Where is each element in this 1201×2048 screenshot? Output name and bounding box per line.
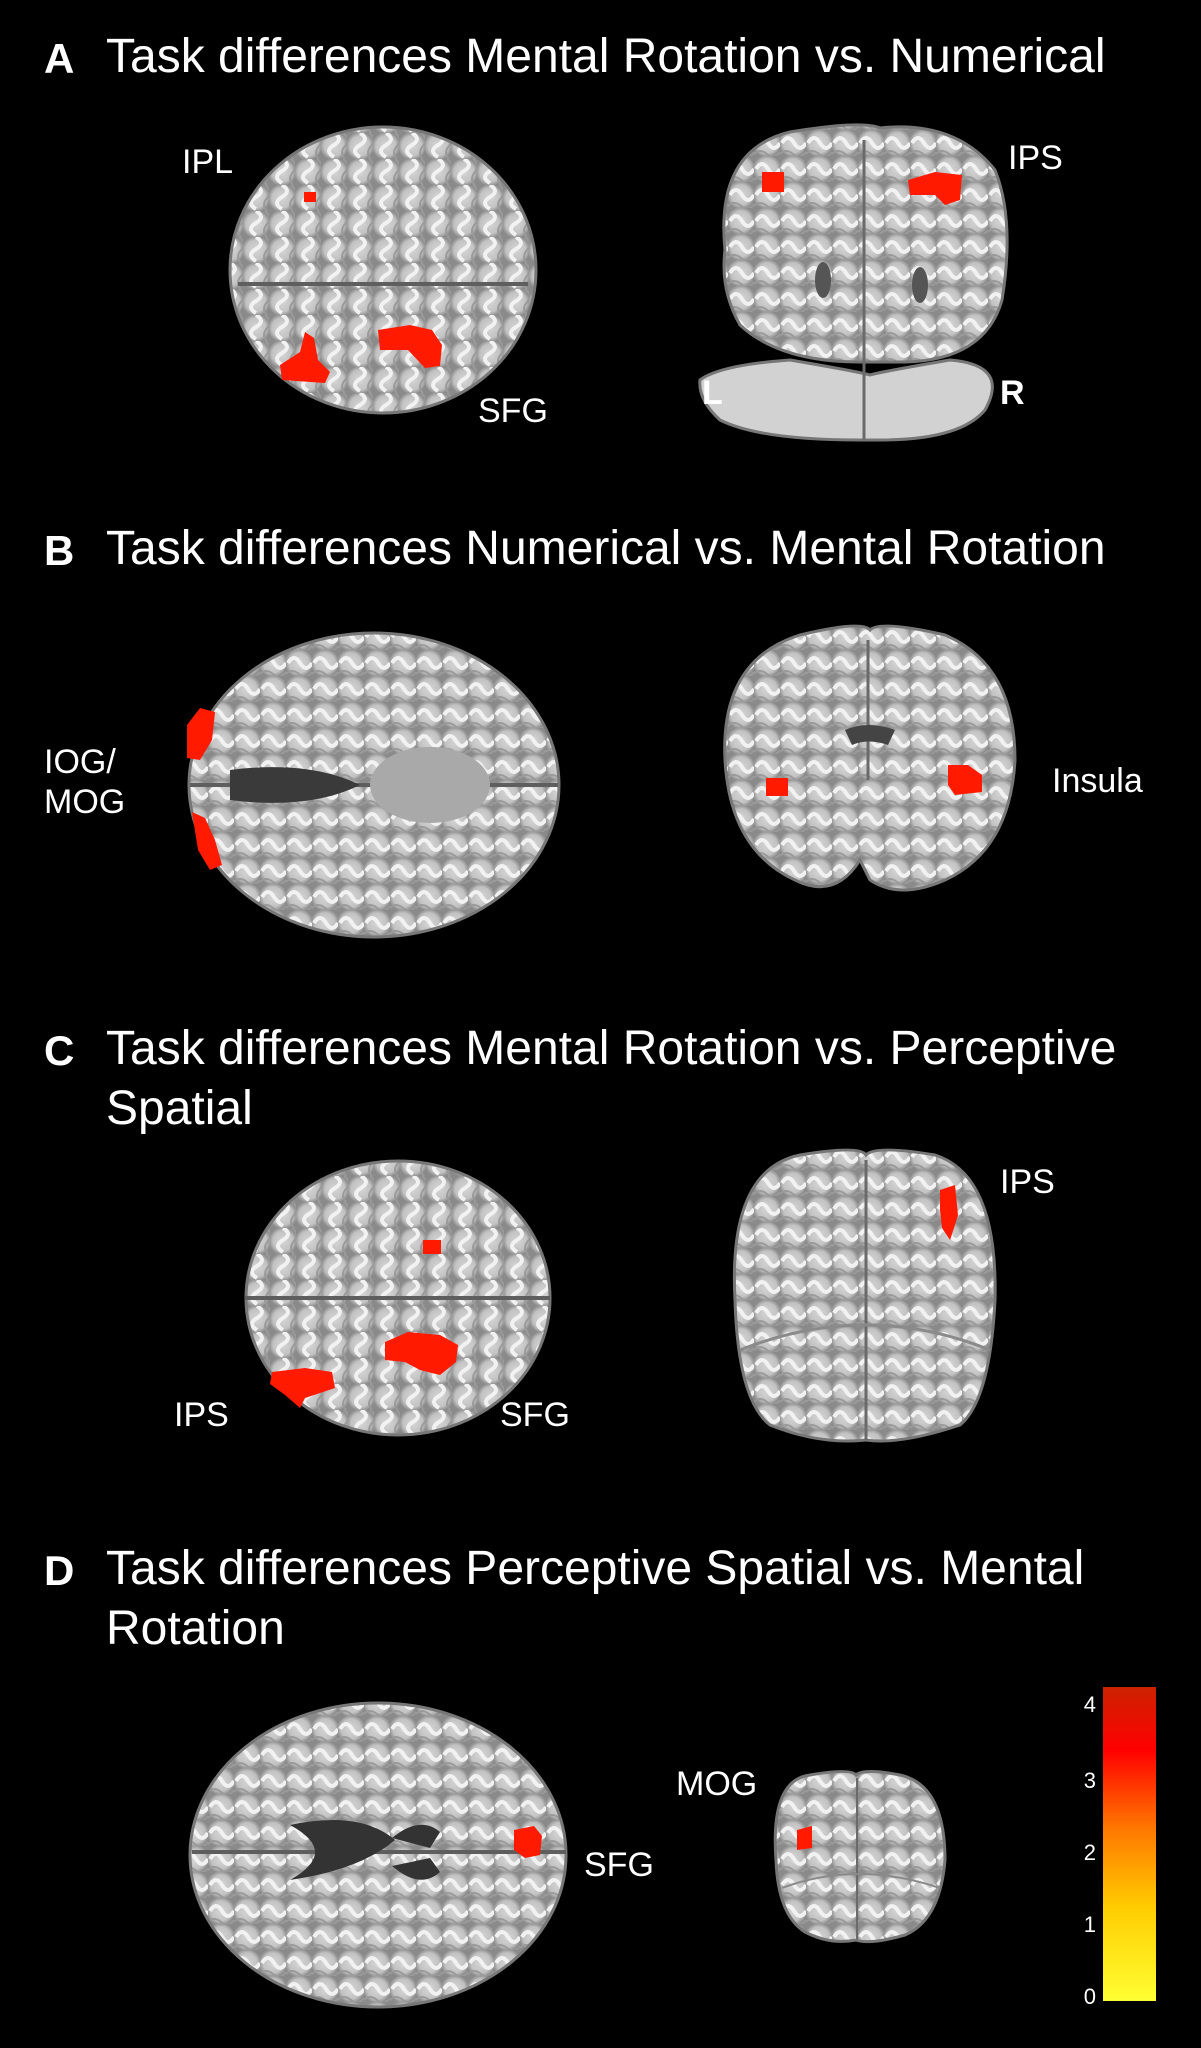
colorbar bbox=[1103, 1687, 1156, 2001]
panel-d-letter: D bbox=[44, 1547, 75, 1594]
panel-d-slices bbox=[188, 1701, 947, 2009]
panel-a-ips-right-blob bbox=[908, 172, 962, 205]
panel-d-mog-blob bbox=[797, 1826, 812, 1850]
panel-b-insula-left-blob bbox=[766, 778, 788, 796]
panel-a-ips-blob-axial bbox=[280, 332, 330, 383]
panel-b-axial-slice bbox=[187, 631, 561, 939]
panel-c-letter: C bbox=[44, 1027, 75, 1074]
panel-a-ips-left-blob bbox=[762, 172, 784, 192]
panel-d-title: Task differences Perceptive Spatial vs. … bbox=[106, 1542, 1085, 1655]
colorbar-tick-0: 0 bbox=[1083, 1984, 1096, 2009]
panel-c-label-sfg: SFG bbox=[500, 1396, 570, 1434]
panel-a-label-left: L bbox=[702, 374, 723, 412]
panel-a-slices bbox=[228, 123, 1009, 442]
panel-c-ips-blob bbox=[270, 1368, 335, 1408]
panel-c-ips-right-blob bbox=[940, 1185, 958, 1240]
panel-a-label-ipl: IPL bbox=[182, 143, 234, 181]
panel-a-coronal-slice bbox=[698, 123, 1009, 442]
panel-a-ipl-blob bbox=[304, 192, 316, 202]
panel-a-label-right: R bbox=[1000, 374, 1025, 412]
panel-b-title: Task differences Numerical vs. Mental Ro… bbox=[106, 522, 1106, 575]
panel-b-iog-blob bbox=[187, 708, 215, 760]
panel-b-slices bbox=[187, 624, 1017, 939]
panel-b-label-insula: Insula bbox=[1052, 762, 1143, 800]
panel-c-label-ips-left: IPS bbox=[174, 1396, 229, 1434]
panel-a-title: Task differences Mental Rotation vs. Num… bbox=[106, 30, 1106, 83]
panel-c-small-blob bbox=[423, 1240, 441, 1254]
panel-d-sfg-blob bbox=[514, 1826, 542, 1858]
colorbar-tick-1: 1 bbox=[1083, 1912, 1096, 1937]
colorbar-tick-3: 3 bbox=[1083, 1768, 1096, 1793]
panel-a-label-ips: IPS bbox=[1008, 139, 1063, 177]
panel-b-coronal-slice bbox=[723, 624, 1017, 892]
panel-a-label-sfg: SFG bbox=[478, 392, 548, 430]
colorbar-tick-2: 2 bbox=[1083, 1840, 1096, 1865]
panel-d-axial-slice bbox=[188, 1701, 568, 2009]
panel-c-title: Task differences Mental Rotation vs. Per… bbox=[106, 1022, 1117, 1135]
panel-c-slices bbox=[244, 1148, 997, 1443]
panel-b-insula-right-blob bbox=[948, 765, 982, 795]
panel-c-axial-slice bbox=[244, 1159, 552, 1437]
panel-a-sfg-blob bbox=[378, 325, 442, 368]
panel-b-label-iog-mog: IOG/ MOG bbox=[44, 743, 126, 821]
panel-d-label-sfg: SFG bbox=[584, 1846, 654, 1884]
panel-b-mog-blob bbox=[192, 812, 222, 870]
panel-c-sfg-blob bbox=[385, 1332, 458, 1375]
panel-d-label-mog: MOG bbox=[676, 1765, 758, 1803]
panel-a-axial-slice bbox=[228, 125, 538, 415]
panel-a-letter: A bbox=[44, 35, 75, 82]
panel-c-coronal-slice bbox=[732, 1148, 997, 1443]
colorbar-tick-4: 4 bbox=[1083, 1692, 1096, 1717]
panel-d-coronal-slice bbox=[773, 1770, 947, 1944]
panel-c-label-ips-right: IPS bbox=[1000, 1163, 1055, 1201]
panel-b-letter: B bbox=[44, 527, 75, 574]
